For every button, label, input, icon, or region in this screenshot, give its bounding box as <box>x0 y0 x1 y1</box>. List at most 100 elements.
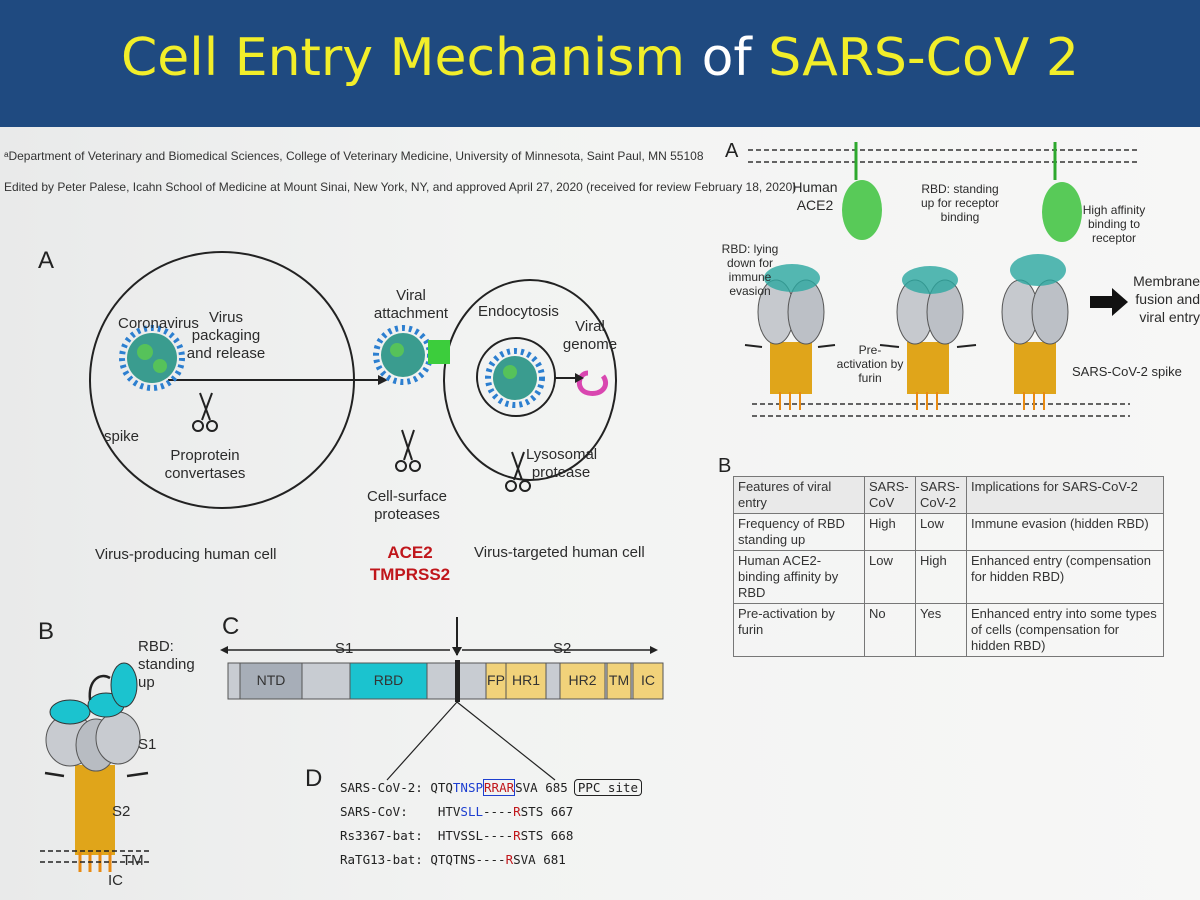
seq-row-rs3367: Rs3367-bat: HTVSSL----RSTS 668 <box>340 828 573 843</box>
table-cell: Enhanced entry (compensation for hidden … <box>966 550 1164 604</box>
preactivation-line-3: furin <box>858 371 882 385</box>
header-sars-cov: SARS-CoV <box>864 476 916 514</box>
s1-label: S1 <box>138 736 157 753</box>
title-part-3: SARS-CoV 2 <box>768 28 1079 88</box>
title-bar: Cell Entry Mechanism of SARS-CoV 2 <box>0 0 1200 127</box>
seq-d: SVA <box>515 780 538 795</box>
rbd-lying-line-2: down for <box>726 256 774 270</box>
affiliation-line: ᵃDepartment of Veterinary and Biomedical… <box>4 149 704 163</box>
cell-surface-label: Cell-surface proteases <box>362 488 452 524</box>
spike-right-2 <box>879 266 977 410</box>
preactivation-label: Pre- activation by furin <box>832 343 908 385</box>
preactivation-line-1: Pre- <box>858 343 882 357</box>
high-affinity-label: High affinity binding to receptor <box>1078 203 1150 245</box>
targeted-cell-outer <box>443 279 617 481</box>
seq-num: 685 <box>545 780 568 795</box>
tmprss2-label: TMPRSS2 <box>369 565 451 584</box>
high-affinity-line-3: receptor <box>1091 231 1137 245</box>
domain-rbd: RBD <box>373 672 404 688</box>
rbd-lying-line-4: evasion <box>729 284 771 298</box>
ace2-label: ACE2 <box>387 543 433 562</box>
header-features: Features of viral entry <box>733 476 865 514</box>
rbd-line-3: up <box>138 674 155 691</box>
proprotein-label: Proprotein convertases <box>155 447 255 483</box>
cell-surface-line-2: proteases <box>374 506 440 523</box>
seq-d: STS <box>520 804 544 819</box>
seq-a: HTV <box>437 804 461 819</box>
viral-attachment-line-2: attachment <box>373 305 449 322</box>
viral-genome-coil <box>576 370 609 396</box>
spike-right-3 <box>1001 254 1069 410</box>
proprotein-line-1: Proprotein <box>170 447 240 464</box>
scissors-icons <box>192 392 531 492</box>
producing-cell-label: Virus-producing human cell <box>95 546 277 563</box>
cell-surface-line-1: Cell-surface <box>366 488 448 505</box>
seq-row-ratg13: RaTG13-bat: QTQTNS----RSVA 681 <box>340 852 566 867</box>
membrane-line-1: Membrane <box>1133 273 1200 289</box>
rbd-lying-line-3: immune <box>728 270 772 284</box>
viral-attachment-label: Viral attachment <box>370 287 452 323</box>
table-cell: Yes <box>915 603 967 657</box>
table-cell: High <box>915 550 967 604</box>
table-cell: Enhanced entry into some types of cells … <box>966 603 1164 657</box>
high-affinity-line-1: High affinity <box>1082 203 1146 217</box>
seq-d: SVA <box>513 852 536 867</box>
table-row: Frequency of RBD standing up High Low Im… <box>733 513 1164 551</box>
table-cell: Human ACE2-binding affinity by RBD <box>733 550 865 604</box>
domain-ntd: NTD <box>256 672 286 688</box>
s2-label: S2 <box>112 803 131 820</box>
panel-d-letter: D <box>305 765 323 792</box>
table-cell: High <box>864 513 916 551</box>
virus-producing <box>119 325 185 391</box>
seq-row-sars-cov: SARS-CoV: HTVSLL----RSTS 667 <box>340 804 573 819</box>
proprotein-line-2: convertases <box>164 465 246 482</box>
rbd-lying-label: RBD: lying down for immune evasion <box>720 242 780 298</box>
rbd-standing-right-label: RBD: standing up for receptor binding <box>910 182 1010 224</box>
spike-left <box>40 662 150 872</box>
preactivation-line-2: activation by <box>836 357 904 371</box>
table-cell: Pre-activation by furin <box>733 603 865 657</box>
slide-title: Cell Entry Mechanism of SARS-CoV 2 <box>0 28 1200 88</box>
table-row: Pre-activation by furin No Yes Enhanced … <box>733 603 1164 657</box>
domain-hr1: HR1 <box>511 672 540 688</box>
targeted-cell-label: Virus-targeted human cell <box>474 544 645 561</box>
table-row: Human ACE2-binding affinity by RBD Low H… <box>733 550 1164 604</box>
s2-region-label: S2 <box>553 640 572 657</box>
seq-gap: ---- <box>483 804 514 819</box>
membrane-line-2: fusion and <box>1135 291 1200 307</box>
human-ace2-label: Human ACE2 <box>790 178 840 214</box>
transport-arrow-head <box>378 375 388 385</box>
header-sars-cov-2: SARS-CoV-2 <box>915 476 967 514</box>
seq-a: HTVSSL <box>437 828 484 843</box>
spike-right-1 <box>744 264 836 410</box>
seq-gap: ---- <box>483 828 514 843</box>
title-part-1: Cell Entry Mechanism <box>121 28 686 88</box>
human-ace2-line-2: ACE2 <box>796 197 834 213</box>
seq-r: R <box>505 852 514 867</box>
ace2-binding <box>428 340 450 364</box>
endocytosis-label: Endocytosis <box>478 303 559 320</box>
panel-a-right-letter: A <box>725 140 739 162</box>
seq-name: SARS-CoV-2: <box>340 780 423 795</box>
spike-label: spike <box>104 428 140 445</box>
rbd-line-1: RBD: <box>138 638 174 655</box>
rbd-line-2: standing <box>138 656 195 673</box>
table-cell: No <box>864 603 916 657</box>
membrane-lines-right <box>748 149 1140 417</box>
seq-name: SARS-CoV: <box>340 804 408 819</box>
viral-genome-line-2: genome <box>562 336 618 353</box>
lysosomal-line-2: protease <box>531 464 591 481</box>
domain-fp: FP <box>487 672 505 688</box>
lysosomal-line-1: Lysosomal <box>526 446 598 463</box>
coronavirus-label: Coronavirus <box>118 315 199 332</box>
virus-endocytosed <box>485 348 545 408</box>
rbd-standing-line-3: binding <box>940 210 980 224</box>
panel-b-right-letter: B <box>718 455 732 477</box>
spike-domain-bar <box>220 617 664 781</box>
high-affinity-line-2: binding to <box>1087 217 1141 231</box>
rbd-lying-line-1: RBD: lying <box>721 242 779 256</box>
table-cell: Frequency of RBD standing up <box>733 513 865 551</box>
seq-r: R <box>513 804 521 819</box>
seq-b: TNSP <box>452 780 484 795</box>
